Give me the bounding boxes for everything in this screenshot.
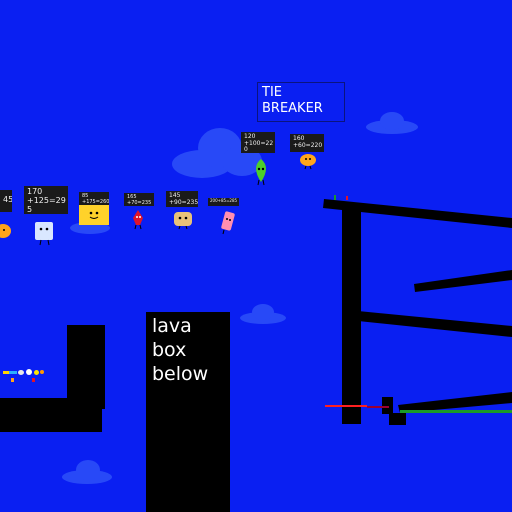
green-line [400,410,512,413]
red-character-sprite [133,210,143,230]
red-laser-line [325,405,367,407]
cloud [240,304,286,324]
middle-beam [358,311,512,337]
tie-breaker-sign: TIE BREAKER [257,82,345,122]
eraser-character-sprite [221,211,235,235]
small-block [382,397,393,414]
upper-right-ramp [414,270,512,292]
score-tag: 145 +90=235 [166,191,198,207]
top-slanted-beam [323,199,512,228]
score-tag: 170 +125=29 5 [24,186,68,214]
orange-blob-character-sprite [300,154,316,170]
lava-box-label: lava box below [152,315,209,385]
red-laser-line [367,406,389,408]
leafy-character-sprite [256,159,266,186]
flag-marker [346,196,348,200]
score-tag: 200+85=285 [208,198,239,206]
ice-cube-character-sprite [35,222,53,246]
small-block [389,413,406,425]
score-tag: 160 +60=220 [290,134,324,152]
orange-character-sprite [0,224,11,238]
flag-marker [334,195,336,200]
vertical-support [342,205,361,424]
score-tag: 45 [0,190,12,212]
lava-box [146,312,230,512]
lower-right-ramp [398,392,512,413]
cloud [172,128,262,178]
left-pillar-platform [67,325,105,409]
score-tag: 120 +100=22 0 [241,132,275,153]
cookie-character-sprite [174,212,192,230]
score-tag: 85 +175=260 [79,192,109,205]
item-pickup-row [3,368,45,384]
sponge-character-sprite [79,205,109,225]
score-tag: 165 +70=235 [124,193,154,206]
cloud [62,460,112,484]
cloud [366,112,418,134]
